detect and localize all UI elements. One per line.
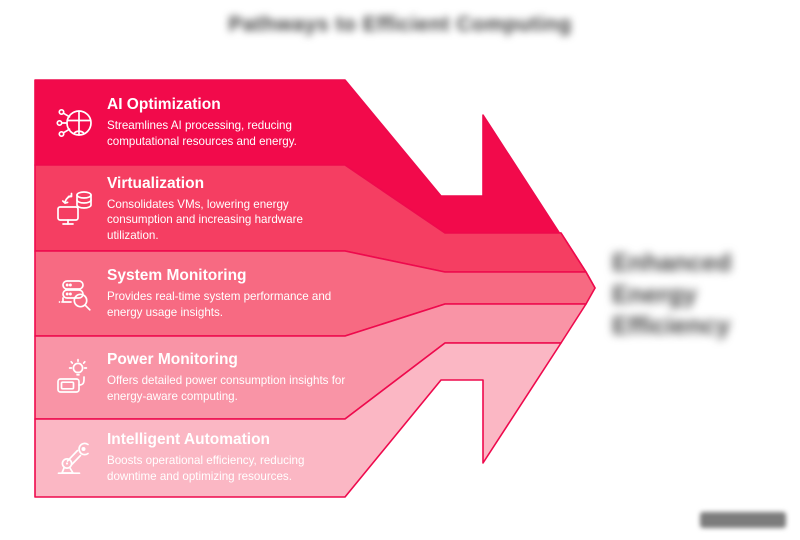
ai-optimization-icon [55, 102, 95, 144]
band-title: AI Optimization [107, 96, 221, 114]
funnel-band-shape-5 [34, 342, 562, 498]
page-title: Pathways to Efficient Computing [228, 13, 572, 36]
band-title: Virtualization [107, 174, 205, 192]
band-item-intelligent-automation: Intelligent Automation Boosts operationa… [55, 422, 351, 494]
virtualization-icon [55, 188, 95, 230]
band-description: Consolidates VMs, lowering energy consum… [107, 197, 303, 242]
intelligent-automation-icon [55, 437, 95, 479]
band-title: Intelligent Automation [107, 431, 271, 449]
band-description: Offers detailed power consumption insigh… [107, 374, 346, 404]
band-title: System Monitoring [107, 267, 247, 285]
band-description: Streamlines AI processing, reducing comp… [107, 119, 297, 149]
band-item-system-monitoring: System Monitoring Provides real-time sys… [55, 256, 351, 332]
band-item-power-monitoring: Power Monitoring Offers detailed power c… [55, 341, 351, 415]
outcome-label: Enhanced Energy Efficiency [612, 249, 732, 340]
system-monitoring-icon [55, 273, 95, 315]
band-description: Provides real-time system performance an… [107, 290, 332, 320]
band-description: Boosts operational efficiency, reducing … [107, 454, 305, 484]
power-monitoring-icon [55, 357, 95, 399]
band-item-virtualization: Virtualization Consolidates VMs, lowerin… [55, 169, 351, 249]
band-title: Power Monitoring [107, 351, 238, 369]
band-item-ai-optimization: AI Optimization Streamlines AI processin… [55, 84, 351, 162]
watermark-blur [700, 512, 786, 528]
